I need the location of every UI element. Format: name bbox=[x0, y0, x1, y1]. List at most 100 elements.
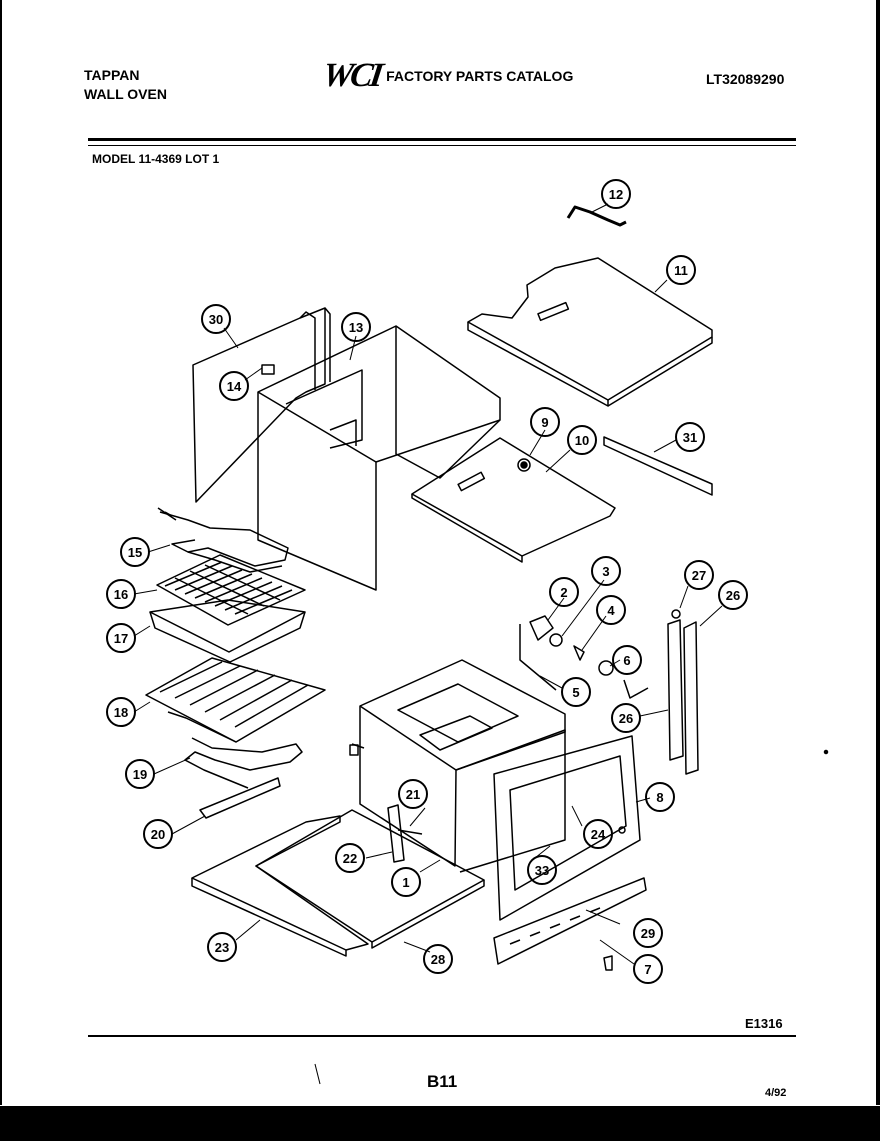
svg-text:29: 29 bbox=[641, 926, 655, 941]
callout-14: 14 bbox=[219, 371, 249, 401]
catalog-title: FACTORY PARTS CATALOG bbox=[386, 68, 574, 84]
callout-15: 15 bbox=[120, 537, 150, 567]
scan-mark bbox=[314, 1063, 321, 1085]
part-small-components bbox=[519, 615, 649, 699]
callout-16: 16 bbox=[106, 579, 136, 609]
part-clip bbox=[603, 955, 613, 971]
part-oven-liner bbox=[349, 659, 566, 873]
svg-text:27: 27 bbox=[692, 568, 706, 583]
callout-31: 30 bbox=[201, 304, 231, 334]
callout-18: 18 bbox=[106, 697, 136, 727]
callout-20: 20 bbox=[143, 819, 173, 849]
svg-text:16: 16 bbox=[114, 587, 128, 602]
callout-17: 17 bbox=[106, 623, 136, 653]
svg-text:1: 1 bbox=[402, 875, 409, 890]
callout-25: 28 bbox=[423, 944, 453, 974]
svg-text:4: 4 bbox=[607, 603, 615, 618]
svg-text:3: 3 bbox=[602, 564, 609, 579]
callout-6: 6 bbox=[612, 645, 642, 675]
svg-text:9: 9 bbox=[541, 415, 548, 430]
callout-13: 13 bbox=[341, 312, 371, 342]
callout-22: 22 bbox=[335, 843, 365, 873]
svg-text:11: 11 bbox=[674, 263, 688, 278]
svg-text:18: 18 bbox=[114, 705, 128, 720]
svg-text:13: 13 bbox=[349, 320, 363, 335]
svg-text:12: 12 bbox=[609, 187, 623, 202]
callout-circles: 12 11 30 13 14 9 10 31 15 16 17 18 19 20… bbox=[106, 179, 748, 984]
page-border-left bbox=[0, 0, 2, 1105]
svg-text:8: 8 bbox=[656, 790, 663, 805]
callout-11: 11 bbox=[666, 255, 696, 285]
callout-3: 3 bbox=[591, 556, 621, 586]
callout-28-upper: 27 bbox=[684, 560, 714, 590]
callout-29: 29 bbox=[633, 918, 663, 948]
part-control-strip bbox=[493, 877, 647, 965]
part-cabinet bbox=[257, 325, 501, 591]
callout-2: 2 bbox=[549, 577, 579, 607]
svg-text:24: 24 bbox=[591, 827, 606, 842]
callout-21: 21 bbox=[398, 779, 428, 809]
footer-rule bbox=[88, 1035, 796, 1037]
header-rule-bottom bbox=[88, 145, 796, 146]
svg-text:17: 17 bbox=[114, 631, 128, 646]
svg-text:21: 21 bbox=[406, 787, 420, 802]
callout-9: 9 bbox=[530, 407, 560, 437]
page-border-right bbox=[876, 0, 880, 1105]
part-broiler-pan bbox=[149, 599, 306, 663]
svg-text:19: 19 bbox=[133, 767, 147, 782]
part-harness bbox=[566, 205, 627, 227]
svg-text:23: 23 bbox=[215, 940, 229, 955]
leader-lines bbox=[133, 203, 723, 965]
part-bake-element bbox=[184, 737, 303, 789]
svg-text:14: 14 bbox=[227, 379, 242, 394]
part-broil-element bbox=[157, 507, 289, 573]
part-element-bracket bbox=[199, 777, 281, 819]
callout-24: 24 bbox=[583, 819, 613, 849]
callout-8: 8 bbox=[645, 782, 675, 812]
part-bracket bbox=[603, 436, 713, 496]
svg-text:22: 22 bbox=[343, 851, 357, 866]
svg-text:33: 33 bbox=[535, 863, 549, 878]
page-number: B11 bbox=[427, 1072, 458, 1091]
part-bottom-tray bbox=[191, 815, 369, 957]
callout-26-right: 26 bbox=[611, 703, 641, 733]
svg-text:30: 30 bbox=[209, 312, 223, 327]
callout-23: 23 bbox=[207, 932, 237, 962]
revision-date: 4/92 bbox=[765, 1087, 787, 1099]
exploded-parts-diagram: 12 11 30 13 14 9 10 31 15 16 17 18 19 20… bbox=[106, 179, 829, 1085]
scan-dot bbox=[823, 749, 829, 755]
brand-line-2: WALL OVEN bbox=[84, 86, 167, 102]
svg-text:7: 7 bbox=[644, 962, 651, 977]
part-side-panel bbox=[192, 307, 331, 503]
part-broiler-grid bbox=[156, 554, 306, 626]
brand-line-1: TAPPAN bbox=[84, 67, 140, 83]
callout-33: 33 bbox=[527, 855, 557, 885]
callout-12: 12 bbox=[601, 179, 631, 209]
callout-27: 26 bbox=[718, 580, 748, 610]
header-rule-top bbox=[88, 138, 796, 141]
part-side-trims bbox=[667, 609, 699, 775]
callout-5: 5 bbox=[561, 677, 591, 707]
svg-text:20: 20 bbox=[151, 827, 165, 842]
callout-19: 19 bbox=[125, 759, 155, 789]
svg-text:10: 10 bbox=[575, 433, 589, 448]
svg-text:26: 26 bbox=[619, 711, 633, 726]
callout-7: 7 bbox=[633, 954, 663, 984]
callout-1: 1 bbox=[391, 867, 421, 897]
part-bottom-panel bbox=[411, 437, 616, 563]
svg-text:15: 15 bbox=[128, 545, 142, 560]
scan-bottom-band bbox=[0, 1106, 880, 1141]
callout-10: 10 bbox=[567, 425, 597, 455]
svg-text:5: 5 bbox=[572, 685, 579, 700]
catalog-number: LT32089290 bbox=[706, 71, 785, 87]
part-top-panel bbox=[467, 257, 713, 407]
svg-text:2: 2 bbox=[560, 585, 567, 600]
svg-text:28: 28 bbox=[431, 952, 445, 967]
svg-text:6: 6 bbox=[623, 653, 630, 668]
catalog-header: WCI FACTORY PARTS CATALOG bbox=[320, 57, 574, 95]
svg-text:31: 31 bbox=[683, 430, 697, 445]
svg-text:26: 26 bbox=[726, 588, 740, 603]
drawing-code: E1316 bbox=[745, 1016, 783, 1031]
part-oven-rack bbox=[145, 657, 326, 743]
callout-30: 31 bbox=[675, 422, 705, 452]
